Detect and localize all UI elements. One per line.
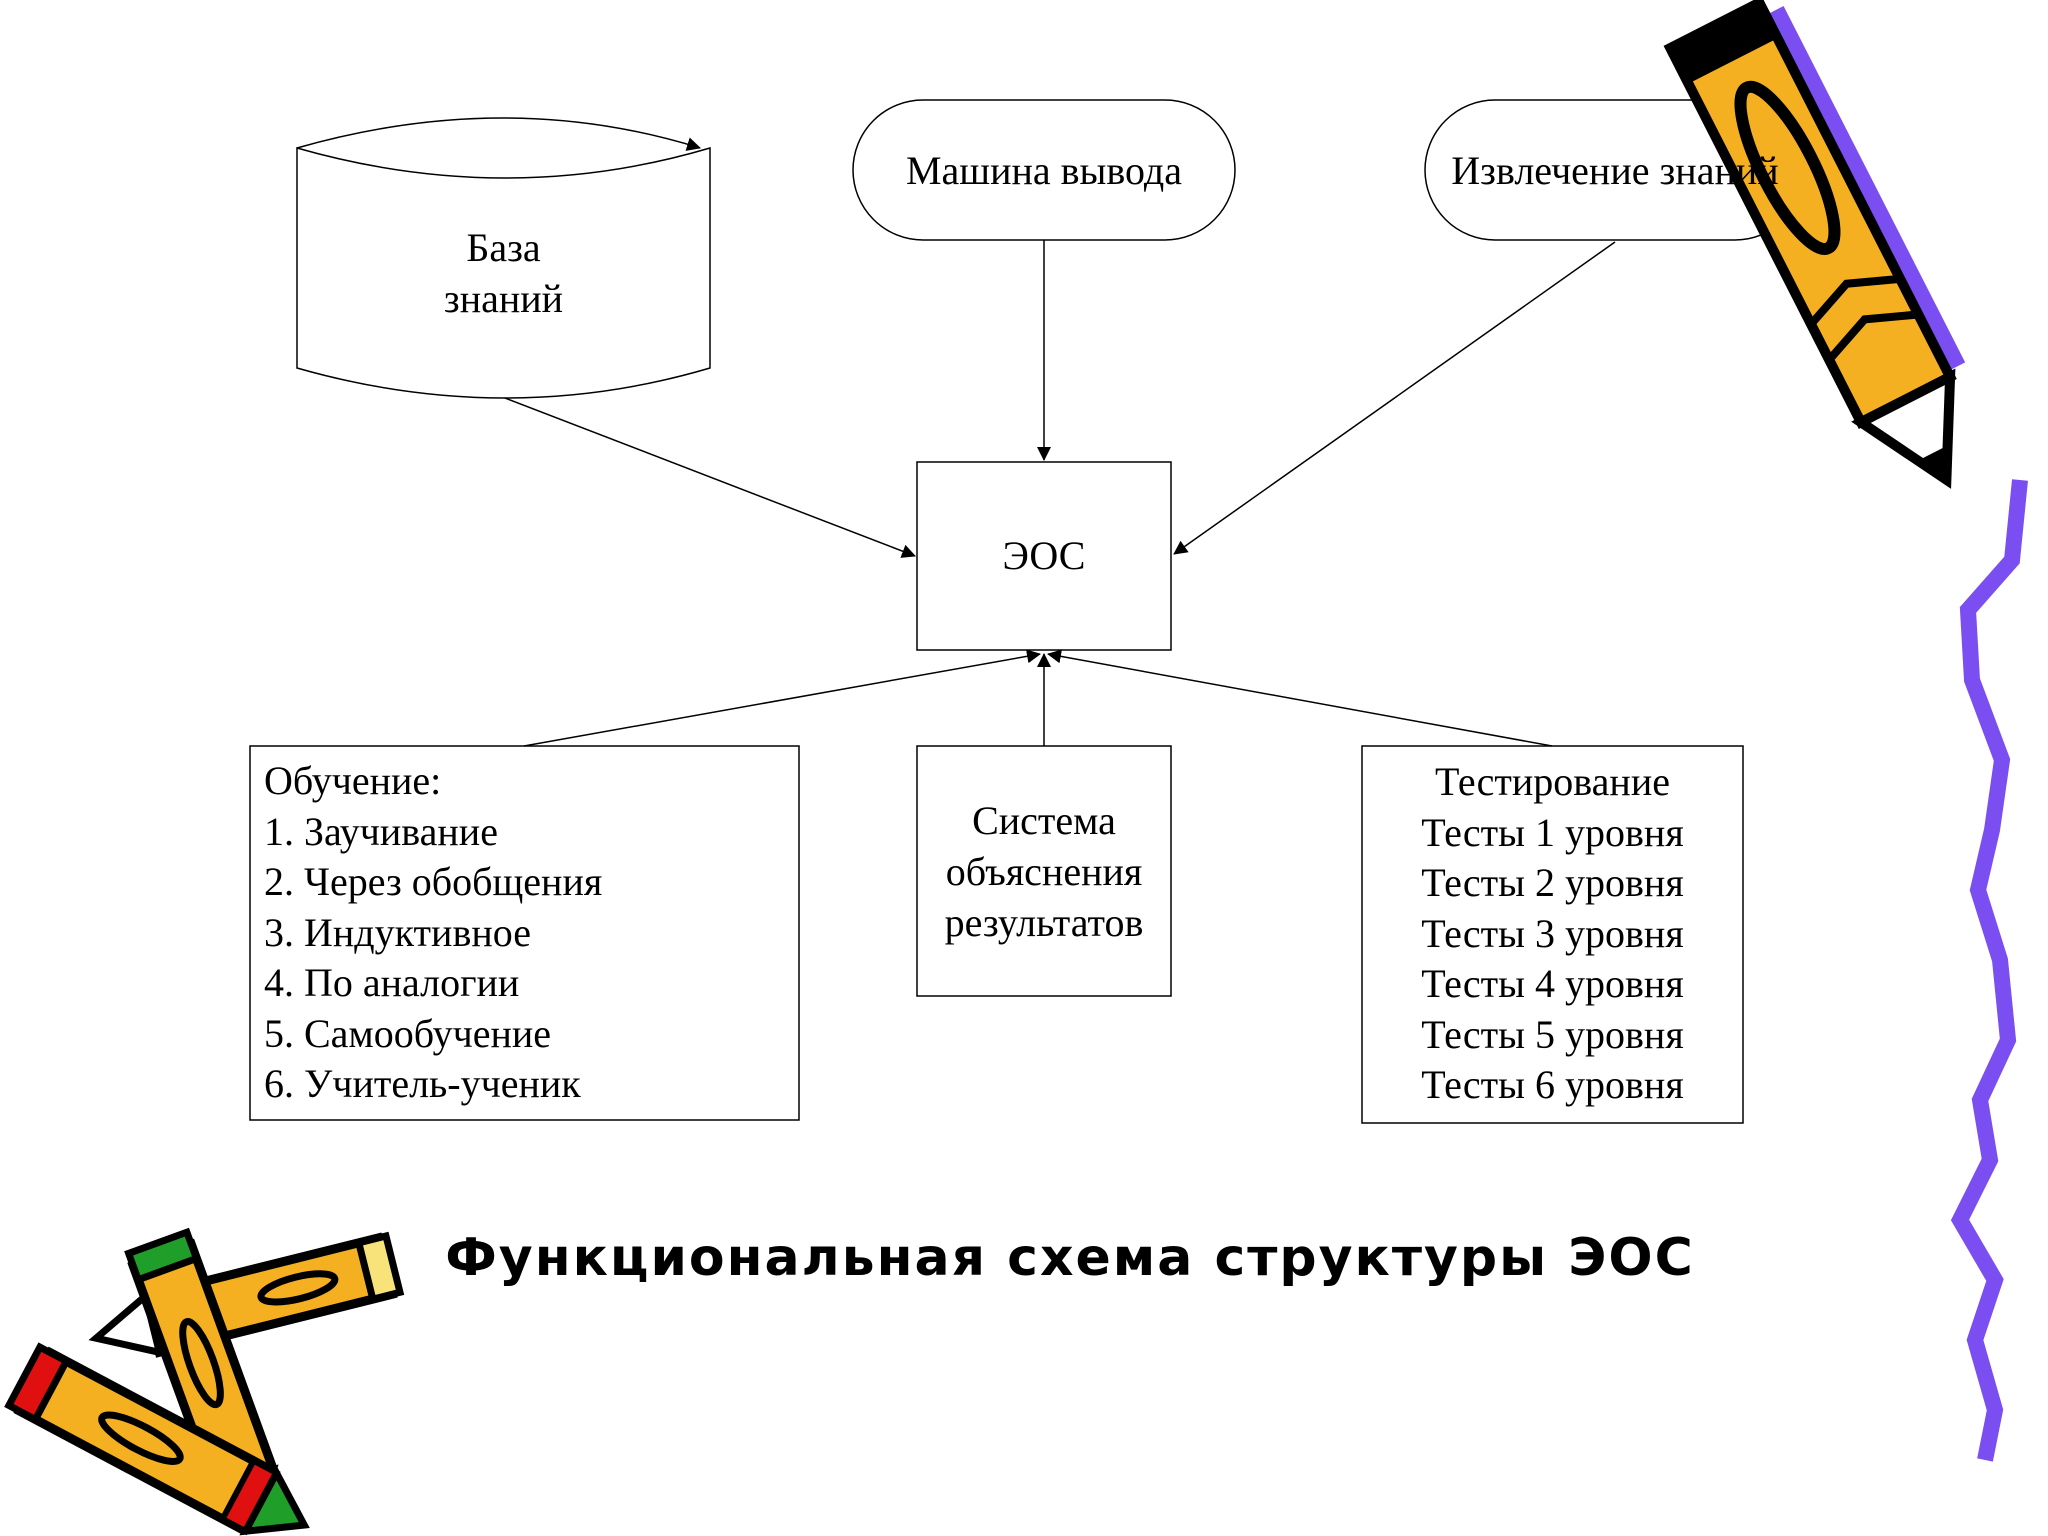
- explanation-line-3: результатов: [944, 900, 1144, 945]
- explanation-line-1: Система: [972, 798, 1116, 843]
- pencil-large-illustration: [1663, 0, 1966, 489]
- knowledge-extraction-text: Извлечение знаний: [1451, 148, 1779, 193]
- pencils-bottom-illustration: [4, 1227, 405, 1536]
- learning-item: 3. Индуктивное: [264, 909, 531, 955]
- testing-item: Тесты 3 уровня: [1421, 910, 1684, 956]
- testing-item: Тесты 6 уровня: [1421, 1062, 1684, 1107]
- explanation-label: Система объяснения результатов: [917, 795, 1171, 948]
- testing-box: [1361, 745, 1744, 1124]
- squiggle-decoration: [1950, 479, 2028, 1462]
- testing-list: Тестирование Тесты 1 уровня Тесты 2 уров…: [1362, 757, 1743, 1111]
- arrow-testing-to-eos: [1047, 649, 1553, 747]
- knowledge-base-line-2: знаний: [443, 276, 564, 321]
- knowledge-base-line-1: База: [466, 225, 541, 270]
- testing-item: Тесты 2 уровня: [1421, 860, 1684, 905]
- knowledge-extraction-label: Извлечение знаний: [1425, 145, 1805, 196]
- arrow-extraction-to-eos: [1173, 241, 1616, 555]
- testing-item: Тесты 4 уровня: [1421, 961, 1684, 1006]
- learning-header: Обучение:: [264, 758, 442, 803]
- testing-header: Тестирование: [1435, 759, 1670, 804]
- explanation-box: [916, 745, 1172, 997]
- learning-box: [249, 745, 800, 1121]
- testing-item: Тесты 1 уровня: [1421, 809, 1684, 855]
- diagram-caption: Функциональная схема структуры ЭОС: [445, 1228, 1695, 1288]
- learning-item: 4. По аналогии: [264, 960, 520, 1005]
- learning-item: 1. Заучивание: [264, 808, 498, 854]
- arrow-kb-to-eos: [504, 397, 916, 558]
- testing-item: Тесты 5 уровня: [1421, 1011, 1684, 1057]
- learning-item: 5. Самообучение: [264, 1010, 552, 1056]
- arrow-learning-to-eos: [523, 649, 1041, 747]
- inference-engine-label: Машина вывода: [853, 145, 1235, 196]
- learning-item: 2. Через обобщения: [264, 859, 603, 904]
- knowledge-base-label: База знаний: [297, 222, 710, 324]
- eos-label: ЭОС: [917, 530, 1171, 581]
- learning-list: Обучение: 1. Заучивание 2. Через обобщен…: [264, 756, 602, 1110]
- explanation-line-2: объяснения: [945, 849, 1143, 894]
- learning-item: 6. Учитель-ученик: [264, 1061, 581, 1106]
- eos-text: ЭОС: [1002, 533, 1086, 578]
- inference-engine-text: Машина вывода: [905, 148, 1182, 193]
- knowledge-base-shape: [296, 146, 711, 399]
- eos-box: [916, 461, 1172, 651]
- knowledge-base-top-arrow: [296, 117, 701, 151]
